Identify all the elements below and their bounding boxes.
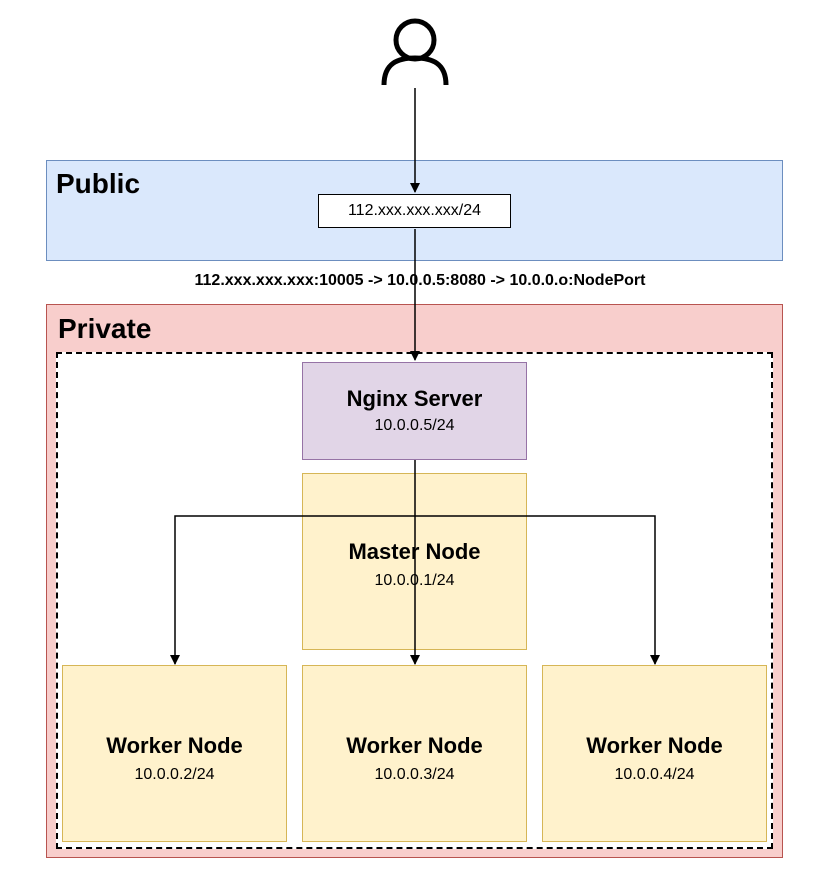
private-zone-title: Private (58, 313, 152, 344)
worker-node-3: Worker Node 10.0.0.4/24 (542, 665, 767, 842)
worker-node-3-title: Worker Node (586, 732, 723, 758)
worker-node-2: Worker Node 10.0.0.3/24 (302, 665, 527, 842)
worker-node-1: Worker Node 10.0.0.2/24 (62, 665, 287, 842)
worker-node-1-title: Worker Node (106, 732, 243, 758)
nginx-server-node: Nginx Server 10.0.0.5/24 (302, 362, 527, 460)
master-node-title: Master Node (348, 538, 481, 564)
worker-node-2-title: Worker Node (346, 732, 483, 758)
public-ip-label: 112.xxx.xxx.xxx/24 (347, 202, 482, 219)
route-label: 112.xxx.xxx.xxx:10005 -> 10.0.0.5:8080 -… (194, 272, 646, 289)
master-node: Master Node 10.0.0.1/24 (302, 473, 527, 650)
worker-node-1-ip: 10.0.0.2/24 (134, 765, 215, 783)
public-ip-box: 112.xxx.xxx.xxx/24 (318, 194, 511, 228)
public-zone-title: Public (56, 168, 141, 199)
worker-node-2-ip: 10.0.0.3/24 (374, 765, 455, 783)
nginx-server-ip: 10.0.0.5/24 (374, 417, 455, 434)
master-node-ip: 10.0.0.1/24 (374, 571, 455, 589)
worker-node-3-ip: 10.0.0.4/24 (614, 765, 695, 783)
user-icon (381, 18, 449, 86)
nginx-server-title: Nginx Server (346, 386, 483, 411)
